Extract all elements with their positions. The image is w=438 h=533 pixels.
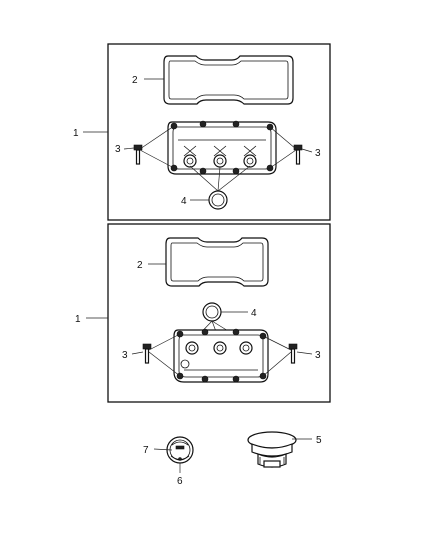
breather-valve: [247, 431, 297, 468]
callout-lower-gasket: 2: [137, 260, 143, 271]
callout-lower-bolts-right: 3: [315, 350, 321, 361]
callout-lower-assembly: 1: [75, 314, 81, 325]
lower-bolt-left: [142, 343, 152, 364]
lower-panel-frame: [107, 223, 331, 403]
lower-tube-seal: [202, 302, 222, 322]
upper-tube-seal: [208, 190, 228, 210]
lower-valve-cover-gasket: [165, 237, 269, 287]
upper-valve-cover-gasket: [163, 55, 294, 105]
callout-oil-cap: 7: [143, 445, 149, 456]
upper-bolt-right: [293, 144, 303, 165]
callout-lower-bolts-left: 3: [122, 350, 128, 361]
upper-assembly-panel: 1 2: [73, 43, 331, 221]
upper-valve-cover: [167, 120, 277, 175]
callout-upper-gasket: 2: [132, 75, 138, 86]
callout-cap-seal: 6: [177, 476, 183, 487]
lower-assembly-panel: 1 2 4: [75, 223, 331, 403]
callout-breather-valve: 5: [316, 435, 322, 446]
lower-valve-cover: [173, 328, 269, 383]
callout-upper-bolts-left: 3: [115, 144, 121, 155]
oil-filler-cap: [166, 436, 194, 464]
callout-upper-bolts-right: 3: [315, 148, 321, 159]
callout-upper-assembly: 1: [73, 128, 79, 139]
upper-bolt-left: [133, 144, 143, 165]
lower-bolt-right: [288, 343, 298, 364]
callout-lower-seal: 4: [251, 308, 257, 319]
callout-upper-seal: 4: [181, 196, 187, 207]
